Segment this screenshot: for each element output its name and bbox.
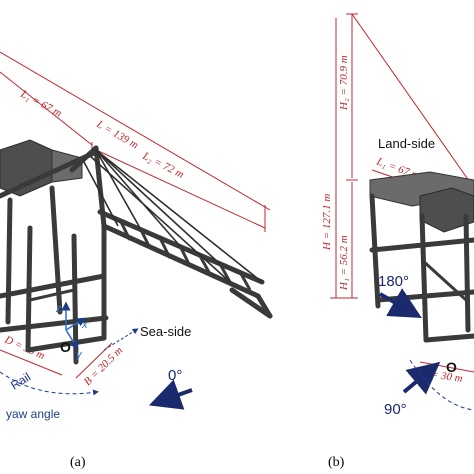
sill-beam [25,335,107,353]
stay-cables [83,149,263,283]
cross-brace [29,288,75,302]
crane-a [0,139,273,365]
wind-arrow-180 [379,288,422,318]
leg-b-right [463,213,471,333]
yaw-arc [0,371,99,396]
boom-tip [229,287,273,319]
portal-beam-lower [0,315,109,333]
land-side-label: Land-side [378,136,435,151]
sea-side-label: Sea-side [140,324,191,339]
axis-x-label: x [81,319,88,331]
sill-b [423,333,474,343]
axis-z-label: z [55,303,62,315]
portal-b-upper [369,237,474,253]
rail-label: Rail [8,370,33,393]
wind-arrow-0 [148,379,193,410]
dim-line-d [0,349,63,376]
dim-line-l1 [0,71,93,146]
caption-b: (b) [328,455,345,470]
dim-l1-label: L₁ = 67 m [18,88,64,120]
origin-label-b: O [446,359,457,375]
boom-end [255,293,273,319]
axis-y-label: y [75,349,83,361]
dim-l2-label: L₂ = 72 m [140,150,186,181]
dim-line-total [0,51,271,211]
leg-back-left [5,197,13,325]
dim-h-label: H = 127.1 m [321,194,333,251]
dim-h2-label: H₂ = 70.9 m [338,55,350,111]
panel-b: H = 127.1 m H₂ = 70.9 m H₁ = 56.2 m L₁ =… [321,13,474,470]
origin-label-a: O [60,339,71,355]
leg-back-right [49,185,63,315]
portal-beam-upper [0,273,107,299]
angle-180-label: 180° [378,273,409,290]
crane-b [369,171,474,343]
sea-side-arrow [103,328,139,351]
machinery-house [0,139,53,197]
dim-h1-label: H₁ = 56.2 m [338,235,350,291]
dim-l-label: L = 139 m [94,118,141,152]
wind-arrow-90 [402,361,441,395]
dim-line-l2 [91,147,266,229]
angle-0-label: 0° [168,367,182,384]
caption-a: (a) [70,455,86,470]
panel-a: L₁ = 67 m L = 139 m L₂ = 72 m D = 30 m B… [0,51,273,470]
boom-lattice [118,219,252,291]
apex-leg [69,145,99,173]
axes-triad: z x y [55,301,88,361]
yaw-arc-b [409,359,474,411]
leg-b-front [419,213,429,343]
dim-line-slant [351,13,474,189]
yaw-label: yaw angle [6,407,60,421]
brace-b [420,258,468,302]
angle-90-label: 90° [384,401,407,418]
